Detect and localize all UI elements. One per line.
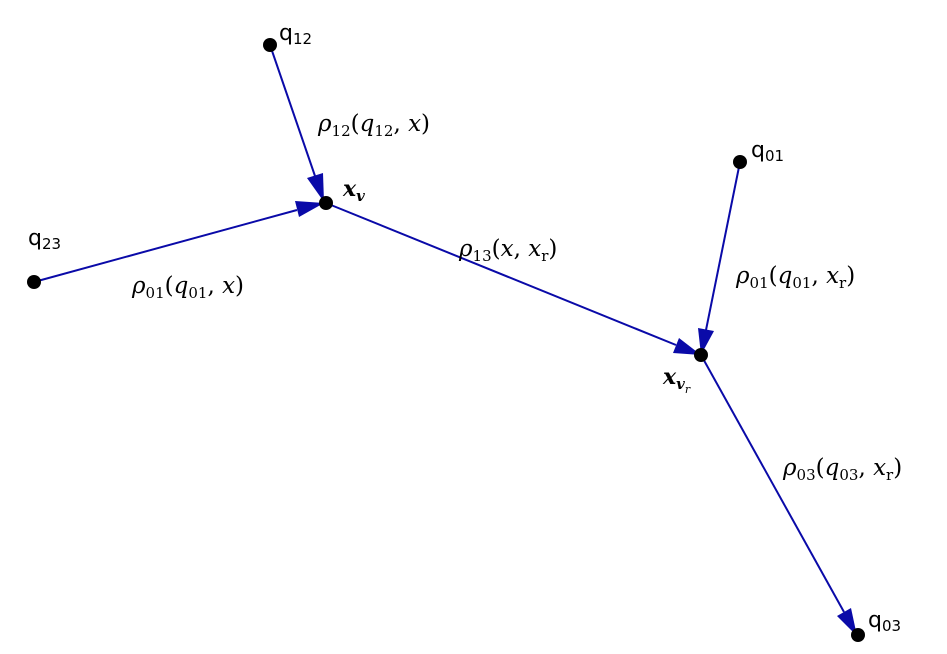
label-q23: q23 xyxy=(28,226,61,253)
edge-line xyxy=(33,209,298,283)
edge-label-xv-xvr: ρ13(x, xr) xyxy=(458,236,557,265)
label-xvr: xvr xyxy=(662,364,691,396)
label-main: x xyxy=(342,176,357,202)
arrow-head xyxy=(837,608,857,636)
label-main: q xyxy=(751,138,765,163)
node-q12 xyxy=(263,38,277,52)
separator: , xyxy=(514,236,529,262)
paren-close: ) xyxy=(846,263,855,289)
arg2-sub: r xyxy=(839,274,847,292)
label-sub: 03 xyxy=(882,617,901,635)
edge-line xyxy=(269,44,316,177)
edge-xvr-to-q03 xyxy=(700,354,857,636)
edge-q12-to-xv xyxy=(269,44,324,202)
separator: , xyxy=(207,273,222,299)
label-sub: 01 xyxy=(765,147,784,165)
label-sub: v xyxy=(356,187,365,205)
arg1: q xyxy=(360,111,375,137)
rho-symbol: ρ xyxy=(131,273,146,299)
arg1: x xyxy=(501,236,514,262)
rho-sub: 03 xyxy=(797,466,816,484)
label-main: x xyxy=(662,364,677,390)
label-main: q xyxy=(279,21,293,46)
edge-label-q23-xv: ρ01(q01, x) xyxy=(131,273,244,302)
edge-label-q01-xvr: ρ01(q01, xr) xyxy=(735,263,855,292)
label-sub: v xyxy=(676,375,685,393)
arg1-sub: 03 xyxy=(839,466,858,484)
edge-line xyxy=(705,161,741,331)
paren-open: ( xyxy=(492,236,501,262)
node-q03 xyxy=(851,628,865,642)
rho-sub: 01 xyxy=(146,284,165,302)
paren-close: ) xyxy=(548,236,557,262)
edge-q01-to-xvr xyxy=(698,161,741,355)
arrow-head xyxy=(307,173,324,202)
arg1: q xyxy=(825,455,840,481)
node-xvr xyxy=(694,348,708,362)
node-q23 xyxy=(27,275,41,289)
arg2-sub: r xyxy=(886,466,894,484)
arrow-head xyxy=(295,201,324,217)
arrow-head xyxy=(673,338,701,355)
arg2: x xyxy=(826,263,839,289)
node-xv xyxy=(319,196,333,210)
separator: , xyxy=(858,455,873,481)
label-sub: 12 xyxy=(293,30,312,48)
label-subsub: r xyxy=(685,383,691,396)
separator: , xyxy=(393,111,408,137)
edge-label-xvr-q03: ρ03(q03, xr) xyxy=(782,455,902,484)
paren-close: ) xyxy=(893,455,902,481)
paren-close: ) xyxy=(421,111,430,137)
rho-symbol: ρ xyxy=(735,263,750,289)
rho-sub: 13 xyxy=(473,247,492,265)
paren-open: ( xyxy=(816,455,825,481)
arg1-sub: 01 xyxy=(792,274,811,292)
edge-line xyxy=(700,354,845,613)
rho-symbol: ρ xyxy=(317,111,332,137)
arg1-sub: 01 xyxy=(188,284,207,302)
rho-symbol: ρ xyxy=(782,455,797,481)
arg2: x xyxy=(408,111,421,137)
rho-sub: 01 xyxy=(750,274,769,292)
arg2: x xyxy=(873,455,886,481)
paren-close: ) xyxy=(235,273,244,299)
edge-label-q12-xv: ρ12(q12, x) xyxy=(317,111,430,140)
paren-open: ( xyxy=(769,263,778,289)
node-q01 xyxy=(733,155,747,169)
separator: , xyxy=(811,263,826,289)
edge-xv-to-xvr xyxy=(325,202,701,355)
arg2-sub: r xyxy=(541,247,549,265)
arg1-sub: 12 xyxy=(374,122,393,140)
label-main: q xyxy=(28,226,42,251)
label-xv: xv xyxy=(342,176,365,205)
arg1: q xyxy=(174,273,189,299)
arg2: x xyxy=(222,273,235,299)
label-q03: q03 xyxy=(868,608,901,635)
label-main: q xyxy=(868,608,882,633)
edge-q23-to-xv xyxy=(33,201,324,283)
arg2: x xyxy=(528,236,541,262)
label-q01: q01 xyxy=(751,138,784,165)
paren-open: ( xyxy=(165,273,174,299)
rho-symbol: ρ xyxy=(458,236,473,262)
label-q12: q12 xyxy=(279,21,312,48)
edge-line xyxy=(325,202,677,346)
rho-sub: 12 xyxy=(332,122,351,140)
arg1: q xyxy=(778,263,793,289)
label-sub: 23 xyxy=(42,235,61,253)
paren-open: ( xyxy=(351,111,360,137)
